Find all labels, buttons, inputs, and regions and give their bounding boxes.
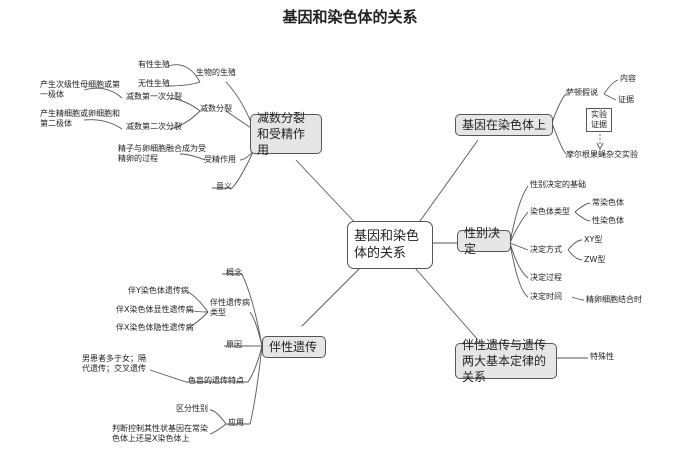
node-genes-on-chromosomes-label: 基因在染色体上	[462, 118, 547, 132]
center-node: 基因和染色体的关系	[347, 221, 433, 269]
label-xy-type: XY型	[584, 235, 603, 244]
node-meiosis-fertilization-label: 减数分裂和受精作用	[257, 111, 306, 157]
label-fertilization: 受精作用	[204, 155, 236, 164]
node-genes-on-chromosomes: 基因在染色体上	[455, 114, 553, 136]
label-meiosis-second-desc: 产生精细胞或卵细胞和第二极体	[40, 109, 120, 128]
label-sexual-reproduction: 有性生殖	[138, 60, 170, 69]
label-determination-process: 决定过程	[530, 273, 562, 282]
label-fertilization-moment: 精卵细胞结合时	[586, 295, 642, 304]
label-asexual-reproduction: 无性生殖	[138, 79, 170, 88]
label-reproduction: 生物的生殖	[196, 68, 236, 77]
node-meiosis-fertilization: 减数分裂和受精作用	[250, 111, 322, 157]
node-sex-linked-inheritance: 伴性遗传	[262, 336, 326, 358]
label-x-dominant: 伴X染色体显性遗传病	[116, 305, 194, 314]
label-sutton-hypothesis: 萨顿假说	[566, 88, 598, 97]
label-morgan-experiment: 摩尔根果蝇杂交实验	[566, 150, 638, 159]
diagram-title: 基因和染色体的关系	[282, 8, 418, 26]
label-distinguish-sex: 区分性别	[176, 404, 208, 413]
label-application: 应用	[228, 418, 244, 427]
label-zw-type: ZW型	[584, 255, 606, 264]
label-concept: 概念	[226, 268, 242, 277]
node-sex-determination-label: 性别决定	[464, 226, 501, 256]
label-cause: 原因	[226, 340, 242, 349]
box-experimental-evidence-label: 实验证据	[591, 110, 607, 129]
label-content: 内容	[620, 74, 636, 83]
node-laws-relation-label: 伴性遗传与遗传两大基本定律的关系	[462, 338, 547, 384]
label-disease-types: 伴性遗传病类型	[210, 298, 250, 317]
label-x-recessive: 伴X染色体隐性遗传病	[116, 323, 194, 332]
label-determination-time: 决定时间	[530, 292, 562, 301]
label-color-blind-desc: 男患者多于女；隔代遗传；交叉遗传	[82, 354, 146, 373]
label-evidence: 证据	[618, 95, 634, 104]
label-sex-basis: 性别决定的基础	[530, 180, 586, 189]
node-sex-linked-inheritance-label: 伴性遗传	[269, 340, 318, 354]
node-laws-relation: 伴性遗传与遗传两大基本定律的关系	[455, 338, 557, 384]
node-sex-determination: 性别决定	[457, 226, 511, 256]
label-sex-chromosome: 性染色体	[592, 216, 624, 225]
label-color-blind: 色盲的遗传特点	[188, 376, 244, 385]
label-fertilization-desc: 精子与卵细胞融合成为受精卵的过程	[118, 144, 206, 163]
label-autosome: 常染色体	[592, 198, 624, 207]
label-meiosis-first-desc: 产生次级性母细胞或第一极体	[40, 80, 120, 99]
label-determination-mode: 决定方式	[530, 245, 562, 254]
label-meiosis: 减数分裂	[200, 104, 232, 113]
center-node-label: 基因和染色体的关系	[354, 229, 420, 261]
label-meiosis-first: 减数第一次分裂	[126, 92, 182, 101]
label-meiosis-second: 减数第二次分裂	[126, 122, 182, 131]
label-y-linked: 伴Y染色体遗传病	[128, 286, 189, 295]
label-significance: 意义	[216, 182, 232, 191]
label-chromosome-types: 染色体类型	[530, 207, 570, 216]
box-experimental-evidence: 实验证据	[586, 108, 612, 132]
label-judge-gene-location: 判断控制其性状基因在常染色体上还是X染色体上	[112, 424, 208, 443]
label-special-features: 特殊性	[590, 352, 614, 361]
